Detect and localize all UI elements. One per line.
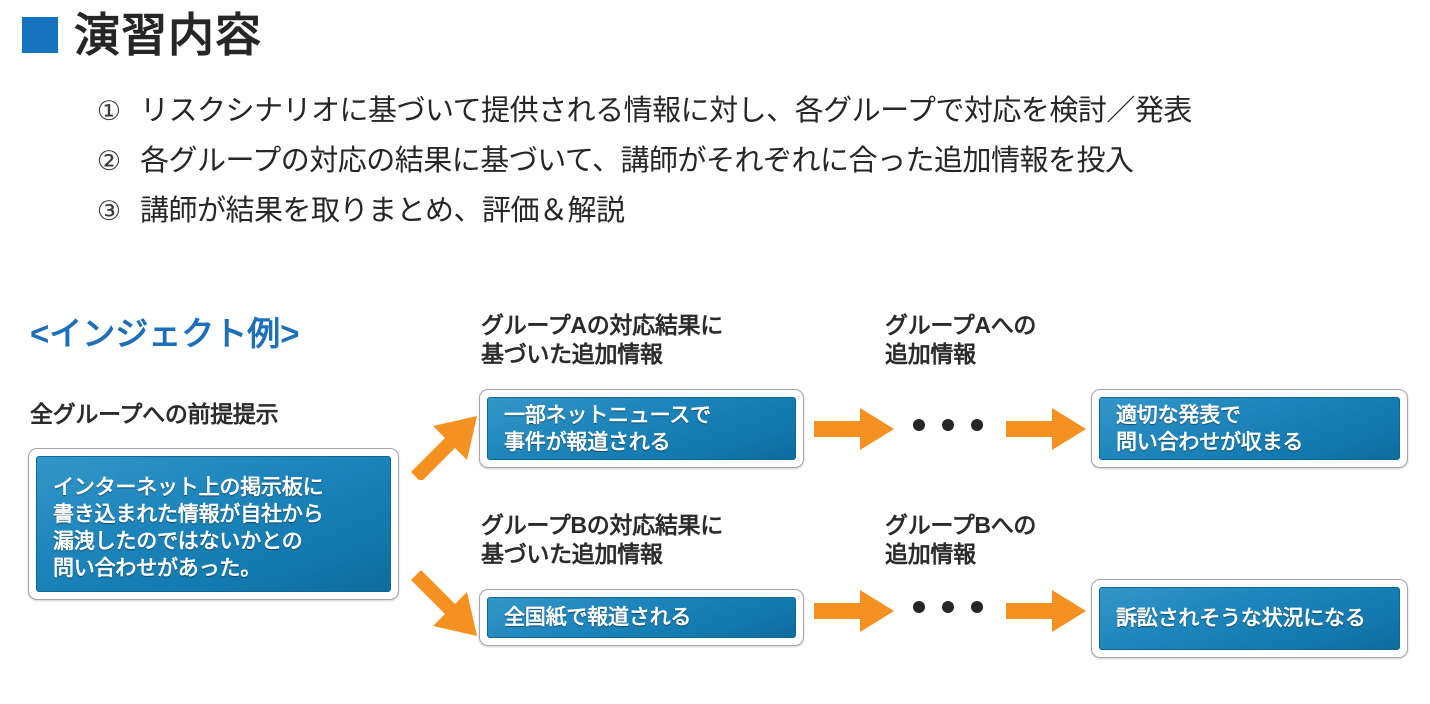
caption-group-b-result: グループBの対応結果に 基づいた追加情報 — [481, 512, 723, 567]
dot-icon — [913, 419, 925, 431]
node-box-group-b-step1: 全国紙で報道される — [479, 589, 804, 646]
arrow-right-icon — [814, 408, 894, 450]
node-box-group-a-step1-fill: 一部ネットニュースで 事件が報道される — [487, 397, 796, 460]
node-box-group-b-step2-fill: 訴訟されそうな状況になる — [1099, 587, 1400, 650]
list-item-label: 各グループの対応の結果に基づいて、講師がそれぞれに合った追加情報を投入 — [140, 145, 1134, 177]
node-box-group-a-step2: 適切な発表で 問い合わせが収まる — [1091, 389, 1408, 468]
node-box-group-a-step2-fill: 適切な発表で 問い合わせが収まる — [1099, 397, 1400, 460]
ellipsis-dots-group-a — [913, 419, 983, 431]
list-item-number: ③ — [96, 196, 122, 226]
dot-icon — [971, 601, 983, 613]
node-box-group-a-step1-text: 一部ネットニュースで 事件が報道される — [504, 403, 711, 454]
caption-group-a-additional: グループAへの 追加情報 — [885, 312, 1037, 367]
dot-icon — [942, 601, 954, 613]
list-item-label: リスクシナリオに基づいて提供される情報に対し、各グループで対応を検討／発表 — [140, 95, 1192, 127]
diagram-heading: <インジェクト例> — [30, 315, 300, 352]
node-box-group-a-step1: 一部ネットニュースで 事件が報道される — [479, 389, 804, 468]
arrow-right-icon — [1006, 408, 1086, 450]
ellipsis-dots-group-b — [913, 601, 983, 613]
node-box-premise-text: インターネット上の掲示板に 書き込まれた情報が自社から 漏洩したのではないかとの… — [53, 476, 324, 580]
dot-icon — [942, 419, 954, 431]
node-box-group-b-step1-text: 全国紙で報道される — [504, 606, 692, 629]
page-title: 演習内容 — [22, 12, 262, 58]
list-item: ③ 講師が結果を取りまとめ、評価＆解説 — [92, 194, 1392, 228]
caption-group-b-additional: グループBへの 追加情報 — [885, 512, 1037, 567]
caption-group-a-result: グループAの対応結果に 基づいた追加情報 — [481, 312, 723, 367]
list-item: ① リスクシナリオに基づいて提供される情報に対し、各グループで対応を検討／発表 — [92, 94, 1392, 128]
node-box-group-b-step1-fill: 全国紙で報道される — [487, 597, 796, 638]
numbered-list: ① リスクシナリオに基づいて提供される情報に対し、各グループで対応を検討／発表 … — [92, 94, 1392, 244]
node-box-premise-fill: インターネット上の掲示板に 書き込まれた情報が自社から 漏洩したのではないかとの… — [36, 456, 391, 592]
list-item: ② 各グループの対応の結果に基づいて、講師がそれぞれに合った追加情報を投入 — [92, 144, 1392, 178]
node-box-premise: インターネット上の掲示板に 書き込まれた情報が自社から 漏洩したのではないかとの… — [28, 448, 399, 600]
list-item-number: ① — [96, 96, 122, 126]
arrow-right-icon — [814, 590, 894, 632]
dot-icon — [913, 601, 925, 613]
caption-premise: 全グループへの前提提示 — [30, 401, 279, 427]
arrow-up-right-icon — [405, 410, 483, 480]
node-box-group-b-step2: 訴訟されそうな状況になる — [1091, 579, 1408, 658]
title-square-marker — [22, 17, 58, 53]
node-box-group-b-step2-text: 訴訟されそうな状況になる — [1116, 607, 1366, 630]
arrow-down-right-icon — [405, 568, 483, 638]
list-item-number: ② — [96, 146, 122, 176]
arrow-right-icon — [1006, 590, 1086, 632]
node-box-group-a-step2-text: 適切な発表で 問い合わせが収まる — [1116, 403, 1304, 454]
list-item-label: 講師が結果を取りまとめ、評価＆解説 — [140, 195, 625, 227]
page-title-text: 演習内容 — [74, 9, 262, 61]
dot-icon — [971, 419, 983, 431]
